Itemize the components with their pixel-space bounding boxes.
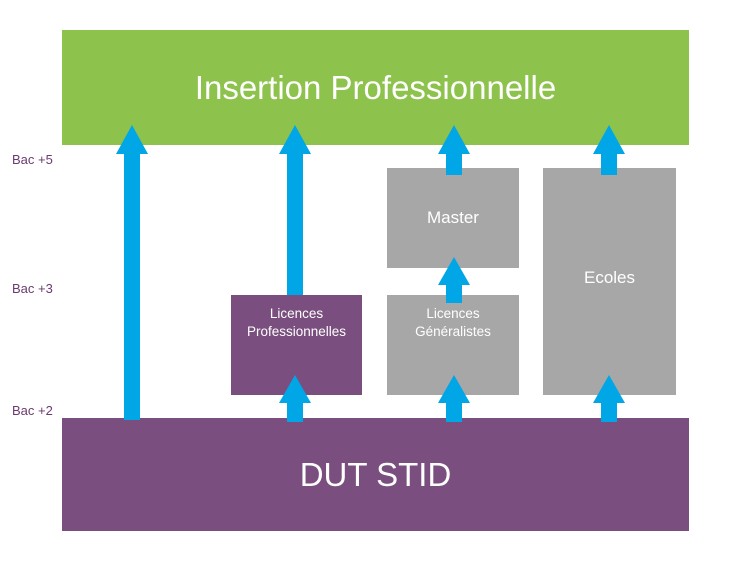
arrow-up-icon [593,125,625,175]
level-bac2: Bac +2 [12,403,53,418]
insertion-professionnelle-label: Insertion Professionnelle [194,68,557,106]
level-bac3: Bac +3 [12,281,53,296]
master-label: Master [427,208,479,227]
ecoles-box: Ecoles [543,168,676,395]
arrow-up-icon [438,257,470,303]
insertion-professionnelle-banner: Insertion Professionnelle [62,30,689,145]
arrow-up-icon [279,375,311,422]
ecoles-label: Ecoles [583,268,636,287]
licences-generalistes-line2: Généralistes [415,324,491,339]
licences-professionnelles-label: Licences Professionnelles [247,305,346,341]
dut-stid-banner: DUT STID [62,418,689,531]
licences-professionnelles-line1: Licences [269,306,324,321]
arrow-up-icon [593,375,625,422]
dut-stid-label: DUT STID [299,455,452,493]
licences-generalistes-line1: Licences [426,306,480,321]
master-box: Master [387,168,519,268]
level-bac5: Bac +5 [12,152,53,167]
licences-professionnelles-line2: Professionnelles [246,324,347,339]
arrow-up-icon [116,125,148,420]
arrow-up-icon [438,375,470,422]
licences-generalistes-label: Licences Généralistes [415,305,491,341]
arrow-up-icon [279,125,311,295]
arrow-up-icon [438,125,470,175]
